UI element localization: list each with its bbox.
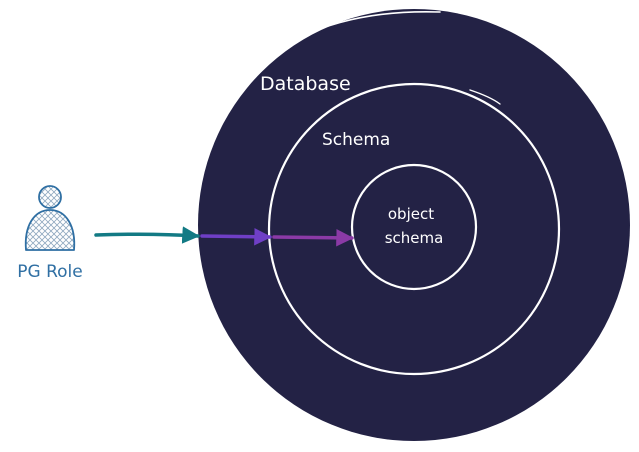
arrow-role-to-database <box>94 226 200 244</box>
database-sketch-stroke-2 <box>469 89 501 105</box>
person-icon <box>24 185 76 251</box>
database-label: Database <box>260 73 351 95</box>
database-sketch-stroke <box>239 10 441 79</box>
database-circle <box>198 9 630 441</box>
object-label-line2: schema <box>385 229 444 247</box>
object-label-line1: object <box>388 205 434 223</box>
object-schema-ring <box>350 163 478 291</box>
arrow-schema-to-object <box>272 229 354 247</box>
arrow-database-to-schema <box>200 228 272 246</box>
schema-label: Schema <box>322 130 390 150</box>
role-label: PG Role <box>17 262 82 282</box>
